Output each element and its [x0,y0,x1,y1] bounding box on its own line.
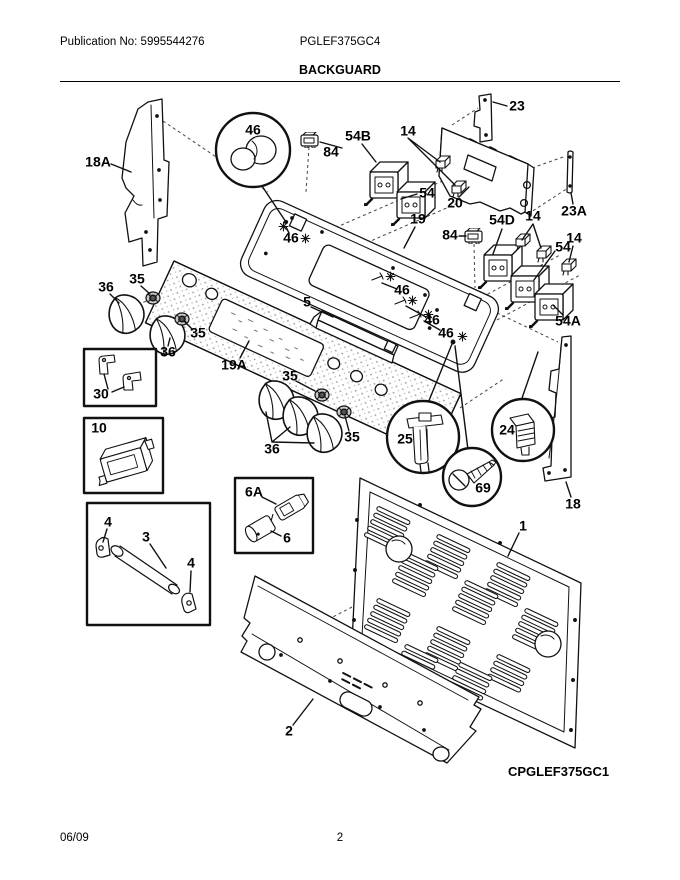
detail-circle-69 [441,446,503,508]
support-bar-5 [309,310,399,364]
leader-to-24 [520,351,539,402]
callout-36-19: 36 [160,344,176,360]
lower-panel-2 [240,575,482,764]
control-panel-19a [144,260,462,456]
publication-number: Publication No: 5995544276 [60,36,205,48]
callout-18-34: 18 [565,496,581,512]
clip-14-c [515,233,531,251]
callout-14-13: 14 [566,230,582,246]
rear-brace-left-18a [121,98,170,267]
nut-35-c [314,388,330,402]
clip-84-lower [464,228,483,244]
callout-25-31: 25 [397,431,413,447]
inset-box-10 [82,416,165,495]
callout-3-38: 3 [142,529,150,545]
callout-35-28: 35 [282,368,298,384]
backguard-frame-19 [239,199,500,373]
inset-box-6 [233,476,315,555]
leader-to-69 [454,345,469,451]
diagram-code: CPGLEF375GC1 [508,764,610,779]
callout-46-24: 46 [283,230,299,246]
callout-36-16: 36 [98,279,114,295]
callout-84-12: 84 [442,227,458,243]
model-number: PGLEF375GC4 [299,36,381,48]
vent-panel-1 [351,477,582,749]
callout-69-33: 69 [475,480,491,496]
detail-circle-46 [214,111,292,223]
callout-23A-9: 23A [561,203,587,219]
callout-14-11: 14 [525,208,541,224]
callout-54-7: 54 [419,185,435,201]
callout-46-1: 46 [245,122,261,138]
callout-4-39: 4 [187,555,195,571]
callout-6A-35: 6A [245,484,263,500]
callout-54-14: 54 [555,239,571,255]
callout-1-40: 1 [519,518,527,534]
callout-19-8: 19 [410,211,426,227]
callout-54D-10: 54D [489,212,515,228]
callout-19A-22: 19A [221,357,247,373]
callout-23-5: 23 [509,98,525,114]
callout-4-37: 4 [104,514,112,530]
callout-5-23: 5 [303,294,311,310]
callout-36-29: 36 [264,441,280,457]
callout-54B-3: 54B [345,128,371,144]
callout-30-20: 30 [93,386,109,402]
callout-46-27: 46 [438,325,454,341]
callout-24-32: 24 [499,422,515,438]
inset-box-rod [85,501,212,627]
callout-10-21: 10 [91,420,107,436]
detail-circle-24 [490,397,556,463]
callout-2-41: 2 [285,723,293,739]
callout-46-25: 46 [394,282,410,298]
page-number: 2 [336,832,344,844]
detail-circle-25 [385,399,461,475]
callout-84-2: 84 [323,144,339,160]
callout-35-17: 35 [129,271,145,287]
clip-84-top [300,132,319,148]
footer-date: 06/09 [60,832,89,844]
callout-18A-0: 18A [85,154,111,170]
callout-35-18: 35 [190,325,206,341]
strip-23a [566,150,574,194]
section-title: BACKGUARD [299,63,381,77]
callout-14-4: 14 [400,123,416,139]
inset-box-30 [82,347,158,408]
callout-46-26: 46 [424,312,440,328]
callout-6-36: 6 [283,530,291,546]
callout-leaders [102,101,574,726]
leader-to-25 [427,343,453,404]
callout-35-30: 35 [344,429,360,445]
bracket-23 [473,93,493,143]
callout-54A-15: 54A [555,313,581,329]
nut-35-a [145,291,161,305]
header-divider [60,81,620,82]
rear-brace-right-18 [542,335,572,482]
callout-20-6: 20 [447,195,463,211]
nut-35-d [336,405,352,419]
knob-36-a [102,289,150,339]
